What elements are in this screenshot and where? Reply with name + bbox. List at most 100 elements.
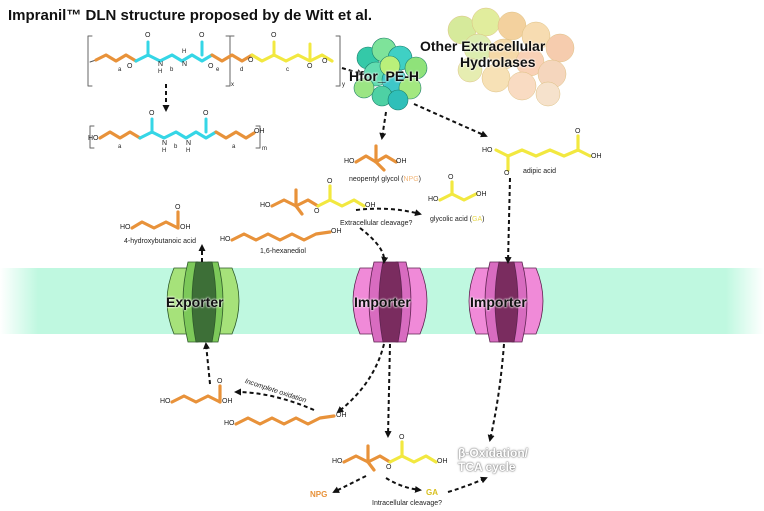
atom-o: O bbox=[399, 434, 405, 441]
impranil-structure bbox=[87, 35, 341, 87]
atom-ho: HO bbox=[220, 236, 231, 243]
atom-ho: HO bbox=[428, 196, 439, 203]
intracellular-cleavage-label: Intracellular cleavage? bbox=[372, 500, 443, 507]
atom-o: O bbox=[203, 110, 209, 117]
extracellular-cleavage-label: Extracellular cleavage? bbox=[340, 220, 413, 227]
arrow-adipic-down bbox=[504, 177, 512, 264]
hydroxybutanoic-acid-molecule bbox=[130, 210, 180, 230]
atom-o: O bbox=[327, 178, 333, 185]
other-hydrolases-blob bbox=[447, 7, 575, 107]
index-c: c bbox=[286, 67, 289, 73]
other-hydrolases-label-line1: Other Extracellular bbox=[420, 38, 546, 54]
hfor-pe-h-enzyme bbox=[353, 37, 428, 111]
arrow-enzyme-to-adipic bbox=[413, 103, 488, 138]
other-hydrolases-label-line2: Hydrolases bbox=[460, 54, 536, 70]
arrow-ga-to-beta bbox=[447, 476, 488, 493]
arrow-incomplete-oxidation bbox=[234, 388, 315, 411]
atom-o: O bbox=[149, 110, 155, 117]
atom-o: O bbox=[199, 32, 205, 39]
atom-oh: OH bbox=[336, 412, 347, 419]
glycolic-acid-caption: glycolic acid (GA) bbox=[430, 216, 485, 223]
atom-o: O bbox=[248, 57, 254, 64]
atom-ho: HO bbox=[482, 147, 493, 154]
atom-n: N bbox=[162, 140, 168, 147]
npg-ga-ester-molecule bbox=[270, 184, 366, 216]
urethane-fragment bbox=[89, 117, 261, 149]
atom-n: N bbox=[158, 61, 164, 68]
npg-ga-ester-inside bbox=[342, 440, 438, 472]
exporter-transporter bbox=[166, 261, 240, 343]
atom-h: H bbox=[186, 148, 191, 154]
index-y: y bbox=[342, 82, 345, 88]
arrow-ester-to-ga bbox=[385, 477, 422, 493]
importer-transporter-1 bbox=[352, 261, 428, 343]
atom-o: O bbox=[314, 208, 320, 215]
arrow-importer-to-hexanediol bbox=[336, 343, 385, 414]
atom-o: O bbox=[208, 63, 214, 70]
npg-molecule bbox=[354, 144, 398, 172]
index-e: e bbox=[216, 67, 220, 73]
index-b: b bbox=[170, 67, 174, 73]
atom-o: O bbox=[504, 170, 510, 177]
exporter-label: Exporter bbox=[166, 294, 224, 310]
atom-ho: HO bbox=[224, 420, 235, 427]
hexanediol-inside bbox=[234, 414, 336, 426]
importer-transporter-2 bbox=[468, 261, 544, 343]
index-a: a bbox=[118, 144, 122, 150]
atom-oh: OH bbox=[331, 228, 342, 235]
arrow-importer-to-ester bbox=[384, 343, 392, 438]
atom-o: O bbox=[175, 204, 181, 211]
atom-oh: OH bbox=[437, 458, 448, 465]
arrow-hexanediol-into-importer bbox=[359, 227, 389, 264]
atom-o: O bbox=[307, 63, 313, 70]
atom-oh: OH bbox=[254, 128, 265, 135]
reaction-arrows bbox=[162, 67, 512, 493]
atom-o: O bbox=[322, 58, 328, 65]
ga-product-label: GA bbox=[426, 488, 438, 497]
atom-h: H bbox=[162, 148, 167, 154]
arrow-enzyme-to-npg bbox=[379, 111, 387, 140]
atom-oh: OH bbox=[591, 153, 602, 160]
atom-o: O bbox=[575, 128, 581, 135]
arrow-polymer-to-enzyme bbox=[341, 67, 364, 76]
arrow-ester-to-npg bbox=[332, 475, 367, 493]
arrow-ester-to-glycolic bbox=[355, 207, 422, 217]
adipic-acid-caption: adipic acid bbox=[523, 168, 557, 175]
atom-o: O bbox=[386, 464, 392, 471]
atom-oh: OH bbox=[222, 398, 233, 405]
arrow-hb-to-exporter bbox=[203, 342, 211, 385]
npg-product-label: NPG bbox=[310, 490, 328, 499]
glycolic-acid-molecule bbox=[438, 180, 478, 202]
atom-ho: HO bbox=[88, 135, 99, 142]
hexanediol-caption: 1,6-hexanediol bbox=[260, 248, 306, 255]
index-b: b bbox=[174, 144, 178, 150]
index-a: a bbox=[118, 67, 122, 73]
hydroxybutanoic-caption: 4-hydroxybutanoic acid bbox=[124, 238, 196, 245]
importer-label-1: Importer bbox=[354, 294, 411, 310]
index-x: x bbox=[231, 82, 234, 88]
atom-oh: OH bbox=[476, 191, 487, 198]
hydroxybutanoic-acid-inside bbox=[170, 384, 222, 404]
diagram-title: Impranil™ DLN structure proposed by de W… bbox=[8, 7, 373, 24]
atom-ho: HO bbox=[344, 158, 355, 165]
atom-o: O bbox=[145, 32, 151, 39]
atom-ho: HO bbox=[160, 398, 171, 405]
adipic-acid-molecule bbox=[494, 134, 592, 172]
atom-ho: HO bbox=[260, 202, 271, 209]
hexanediol-molecule bbox=[230, 230, 332, 242]
atom-o: O bbox=[448, 174, 454, 181]
arrow-adipic-to-beta bbox=[487, 343, 505, 442]
beta-oxidation-label-line2: TCA cycle bbox=[458, 460, 516, 474]
atom-h: H bbox=[182, 49, 187, 55]
atom-n: N bbox=[182, 61, 188, 68]
atom-h: H bbox=[158, 69, 163, 75]
atom-oh: OH bbox=[180, 224, 191, 231]
atom-o: O bbox=[271, 32, 277, 39]
importer-label-2: Importer bbox=[470, 294, 527, 310]
atom-n: N bbox=[186, 140, 192, 147]
atom-ho: HO bbox=[332, 458, 343, 465]
atom-oh: OH bbox=[396, 158, 407, 165]
hfor-pe-h-label: Hfor_PE-H bbox=[349, 68, 420, 84]
